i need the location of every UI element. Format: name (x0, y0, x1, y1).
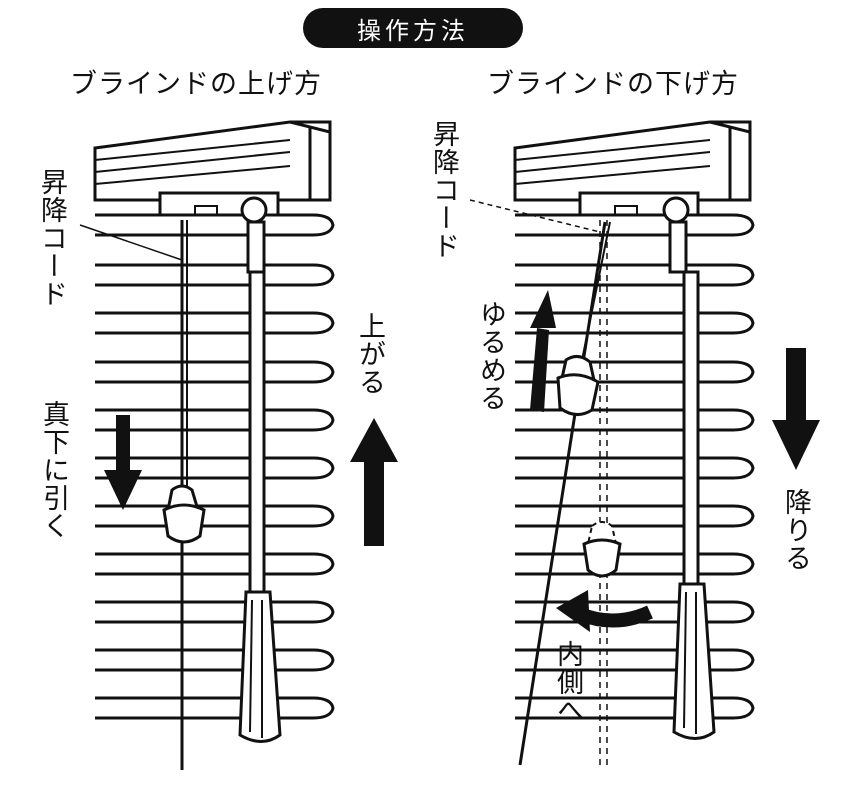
inward-label: 内側へ (552, 640, 583, 724)
descend-label: 降りる (780, 488, 811, 572)
pull-down-label: 真下に引く (38, 400, 69, 540)
loosen-arrow (530, 290, 556, 412)
right-cord-label: 昇降コード (428, 120, 459, 260)
pull-down-arrow (104, 415, 142, 510)
raise-heading: ブラインドの上げ方 (70, 69, 322, 100)
descend-arrow (772, 348, 820, 470)
right-slats (513, 213, 755, 720)
rise-arrow (350, 418, 398, 546)
section-title-badge: 操作方法 (303, 8, 523, 48)
right-tilt-wand (662, 196, 716, 740)
right-cord-tassel (556, 355, 600, 416)
rise-label: 上がる (354, 312, 385, 396)
left-blind (79, 120, 398, 770)
left-tilt-wand (238, 196, 282, 743)
inward-arrow (556, 590, 653, 632)
left-cord-tassel (162, 484, 206, 544)
ghost-tassel (582, 521, 622, 578)
left-slats (93, 213, 335, 720)
lower-heading: ブラインドの下げ方 (487, 69, 739, 100)
loosen-label: ゆるめる (475, 300, 506, 412)
right-blind (469, 120, 820, 770)
section-title: 操作方法 (357, 16, 469, 45)
left-cord-label: 昇降コード (36, 168, 67, 308)
